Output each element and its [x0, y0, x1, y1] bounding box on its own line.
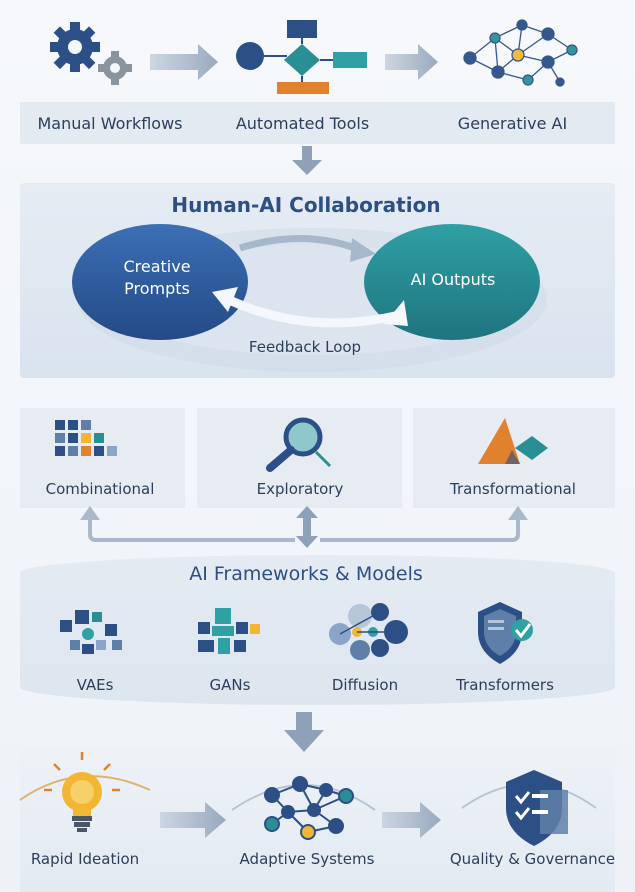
model-label-diffusion: Diffusion	[331, 676, 399, 694]
diffusion-cluster-icon	[329, 603, 408, 660]
arrow-updown-icon	[296, 506, 318, 548]
arrow-right-icon	[382, 802, 441, 838]
evolution-band	[20, 102, 615, 144]
shield-checklist-icon	[506, 770, 568, 846]
gears-icon	[50, 22, 132, 85]
magnifier-icon	[266, 417, 332, 472]
model-label-transformers: Transformers	[456, 676, 554, 694]
model-label-vaes: VAEs	[76, 676, 114, 694]
outcome-label-quality: Quality & Governance	[449, 850, 616, 868]
stage-label-manual: Manual Workflows	[37, 114, 183, 133]
collaboration-title: Human-AI Collaboration	[171, 193, 441, 217]
outcome-label-adaptive: Adaptive Systems	[239, 850, 375, 868]
vae-blocks-icon	[60, 610, 122, 654]
stage-label-generative: Generative AI	[457, 114, 568, 133]
shield-check-icon	[478, 602, 533, 664]
type-label-transformational: Transformational	[450, 480, 576, 498]
arrow-down-icon	[284, 712, 324, 752]
type-card-combinational	[20, 408, 185, 508]
types-connector	[88, 515, 520, 542]
ai-outputs-label: AI Outputs	[410, 270, 496, 289]
grid-blocks-icon	[55, 420, 117, 456]
loop-arrow-bottom	[223, 293, 396, 328]
network-icon	[264, 776, 354, 840]
gan-blocks-icon	[198, 608, 260, 654]
feedback-loop-label: Feedback Loop	[248, 338, 362, 356]
triangle-arrow-icon	[478, 418, 548, 464]
stage-label-automated: Automated Tools	[235, 114, 370, 133]
arrow-right-icon	[385, 44, 438, 80]
loop-arrow-top	[238, 235, 362, 254]
neural-network-icon	[463, 19, 578, 87]
model-label-gans: GANs	[209, 676, 251, 694]
flowchart-icon	[236, 20, 367, 94]
type-label-exploratory: Exploratory	[256, 480, 344, 498]
frameworks-title: AI Frameworks & Models	[189, 563, 423, 585]
arrow-right-icon	[160, 802, 226, 838]
outcome-label-ideation: Rapid Ideation	[30, 850, 140, 868]
arrow-down-icon	[292, 146, 322, 175]
arrow-right-icon	[150, 44, 218, 80]
creative-prompts-label-2: Prompts	[124, 279, 190, 298]
type-label-combinational: Combinational	[45, 480, 155, 498]
lightbulb-icon	[44, 752, 120, 832]
creative-prompts-label-1: Creative	[123, 257, 191, 276]
ai-outputs-node	[364, 224, 540, 340]
creative-prompts-node	[72, 224, 248, 340]
